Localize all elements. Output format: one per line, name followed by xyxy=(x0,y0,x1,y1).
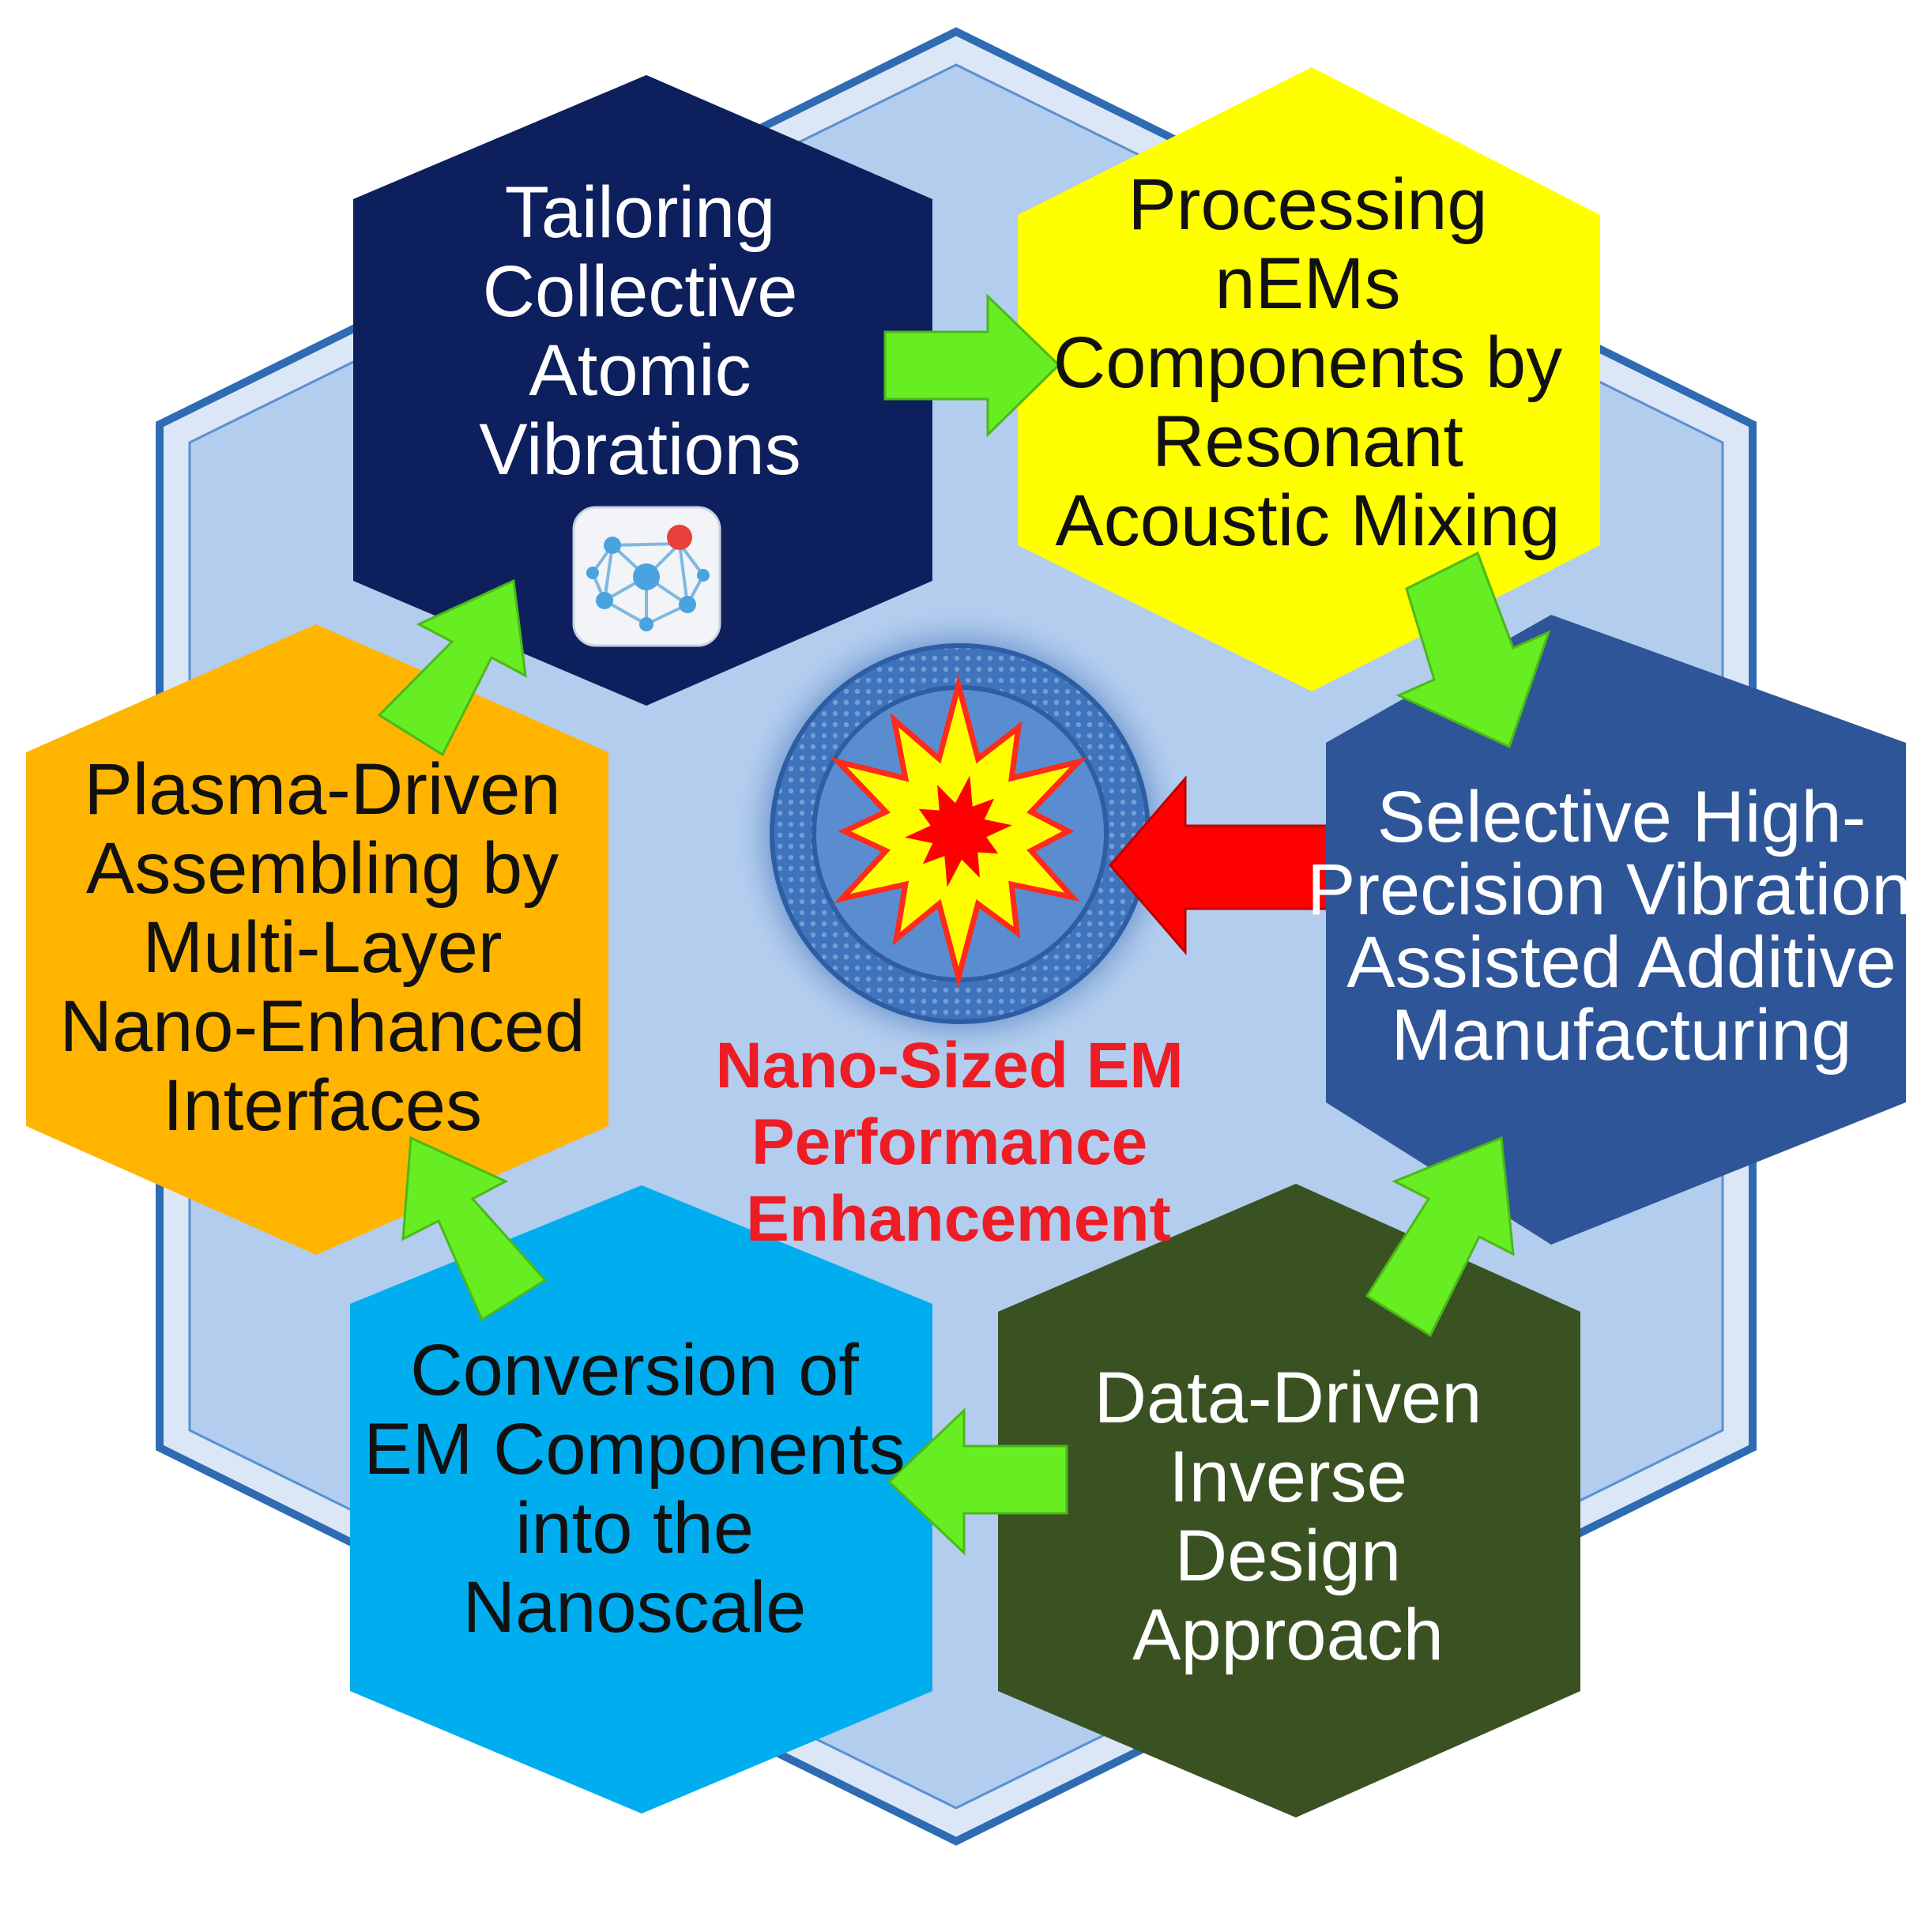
label-selective: Selective High-Precision Vibration-Assis… xyxy=(1307,777,1932,1075)
label-data-driven-line-2: Inverse xyxy=(1169,1437,1407,1517)
hexagon-processing xyxy=(1018,67,1600,691)
label-plasma-line-2: Assembling by xyxy=(86,828,559,909)
burst-inner xyxy=(905,775,1012,887)
label-processing-line-3: Components by xyxy=(1053,322,1562,403)
arrow-processing-to-selective xyxy=(1395,551,1551,749)
label-selective-line-2: Precision Vibration- xyxy=(1307,849,1932,930)
arrow-conversion-to-plasma xyxy=(401,1136,548,1322)
label-processing-line-4: Resonant xyxy=(1152,401,1463,482)
label-selective-line-3: Assisted Additive xyxy=(1346,922,1896,1003)
label-tailoring-line-2: Collective xyxy=(483,251,798,332)
label-tailoring-line-3: Atomic xyxy=(529,330,751,411)
center-red-arrow xyxy=(1109,774,1337,956)
center-title-line-3: Enhancement xyxy=(746,1183,1171,1255)
arrow-data-to-selective xyxy=(1365,1136,1515,1338)
explosion-burst-icon xyxy=(830,674,1087,989)
label-tailoring-line-1: Tailoring xyxy=(505,172,776,253)
arrow-data-to-conversion xyxy=(887,1407,1068,1556)
arrow-plasma-to-tailoring xyxy=(377,578,527,757)
arrow-tailoring-to-processing xyxy=(883,293,1061,438)
label-data-driven-line-3: Design xyxy=(1175,1516,1401,1596)
hexagon-selective xyxy=(1326,615,1906,1245)
center-title-line-2: Performance xyxy=(751,1106,1147,1178)
label-processing-line-2: nEMs xyxy=(1215,243,1400,324)
hexagon-tailoring xyxy=(353,75,932,706)
hexagon-plasma xyxy=(26,624,608,1255)
label-conversion-line-1: Conversion of xyxy=(410,1330,859,1411)
center-title: Nano-Sized EM Performance Enhancement xyxy=(715,1030,1201,1255)
label-plasma-line-1: Plasma-Driven xyxy=(84,749,560,830)
hexagon-conversion xyxy=(350,1185,932,1814)
flow-arrows xyxy=(377,293,1551,1556)
label-selective-line-4: Manufacturing xyxy=(1392,995,1852,1075)
molecule-network-icon xyxy=(572,506,721,647)
label-selective-line-1: Selective High- xyxy=(1377,777,1866,857)
label-plasma-line-3: Multi-Layer xyxy=(142,907,502,988)
label-tailoring-line-4: Vibrations xyxy=(479,409,800,490)
center-title-line-1: Nano-Sized EM xyxy=(715,1030,1183,1102)
label-conversion-line-2: EM Components xyxy=(363,1409,905,1490)
label-data-driven-line-4: Approach xyxy=(1132,1595,1444,1675)
label-processing-line-5: Acoustic Mixing xyxy=(1055,480,1560,561)
label-data-driven-line-1: Data-Driven xyxy=(1094,1358,1482,1438)
label-plasma-line-5: Interfaces xyxy=(163,1065,482,1146)
label-conversion-line-4: Nanoscale xyxy=(463,1567,807,1648)
label-plasma-line-4: Nano-Enhanced xyxy=(60,986,586,1067)
label-conversion-line-3: into the xyxy=(515,1488,754,1569)
hexagon-data-driven xyxy=(998,1184,1580,1817)
label-processing-line-1: Processing xyxy=(1128,164,1487,245)
